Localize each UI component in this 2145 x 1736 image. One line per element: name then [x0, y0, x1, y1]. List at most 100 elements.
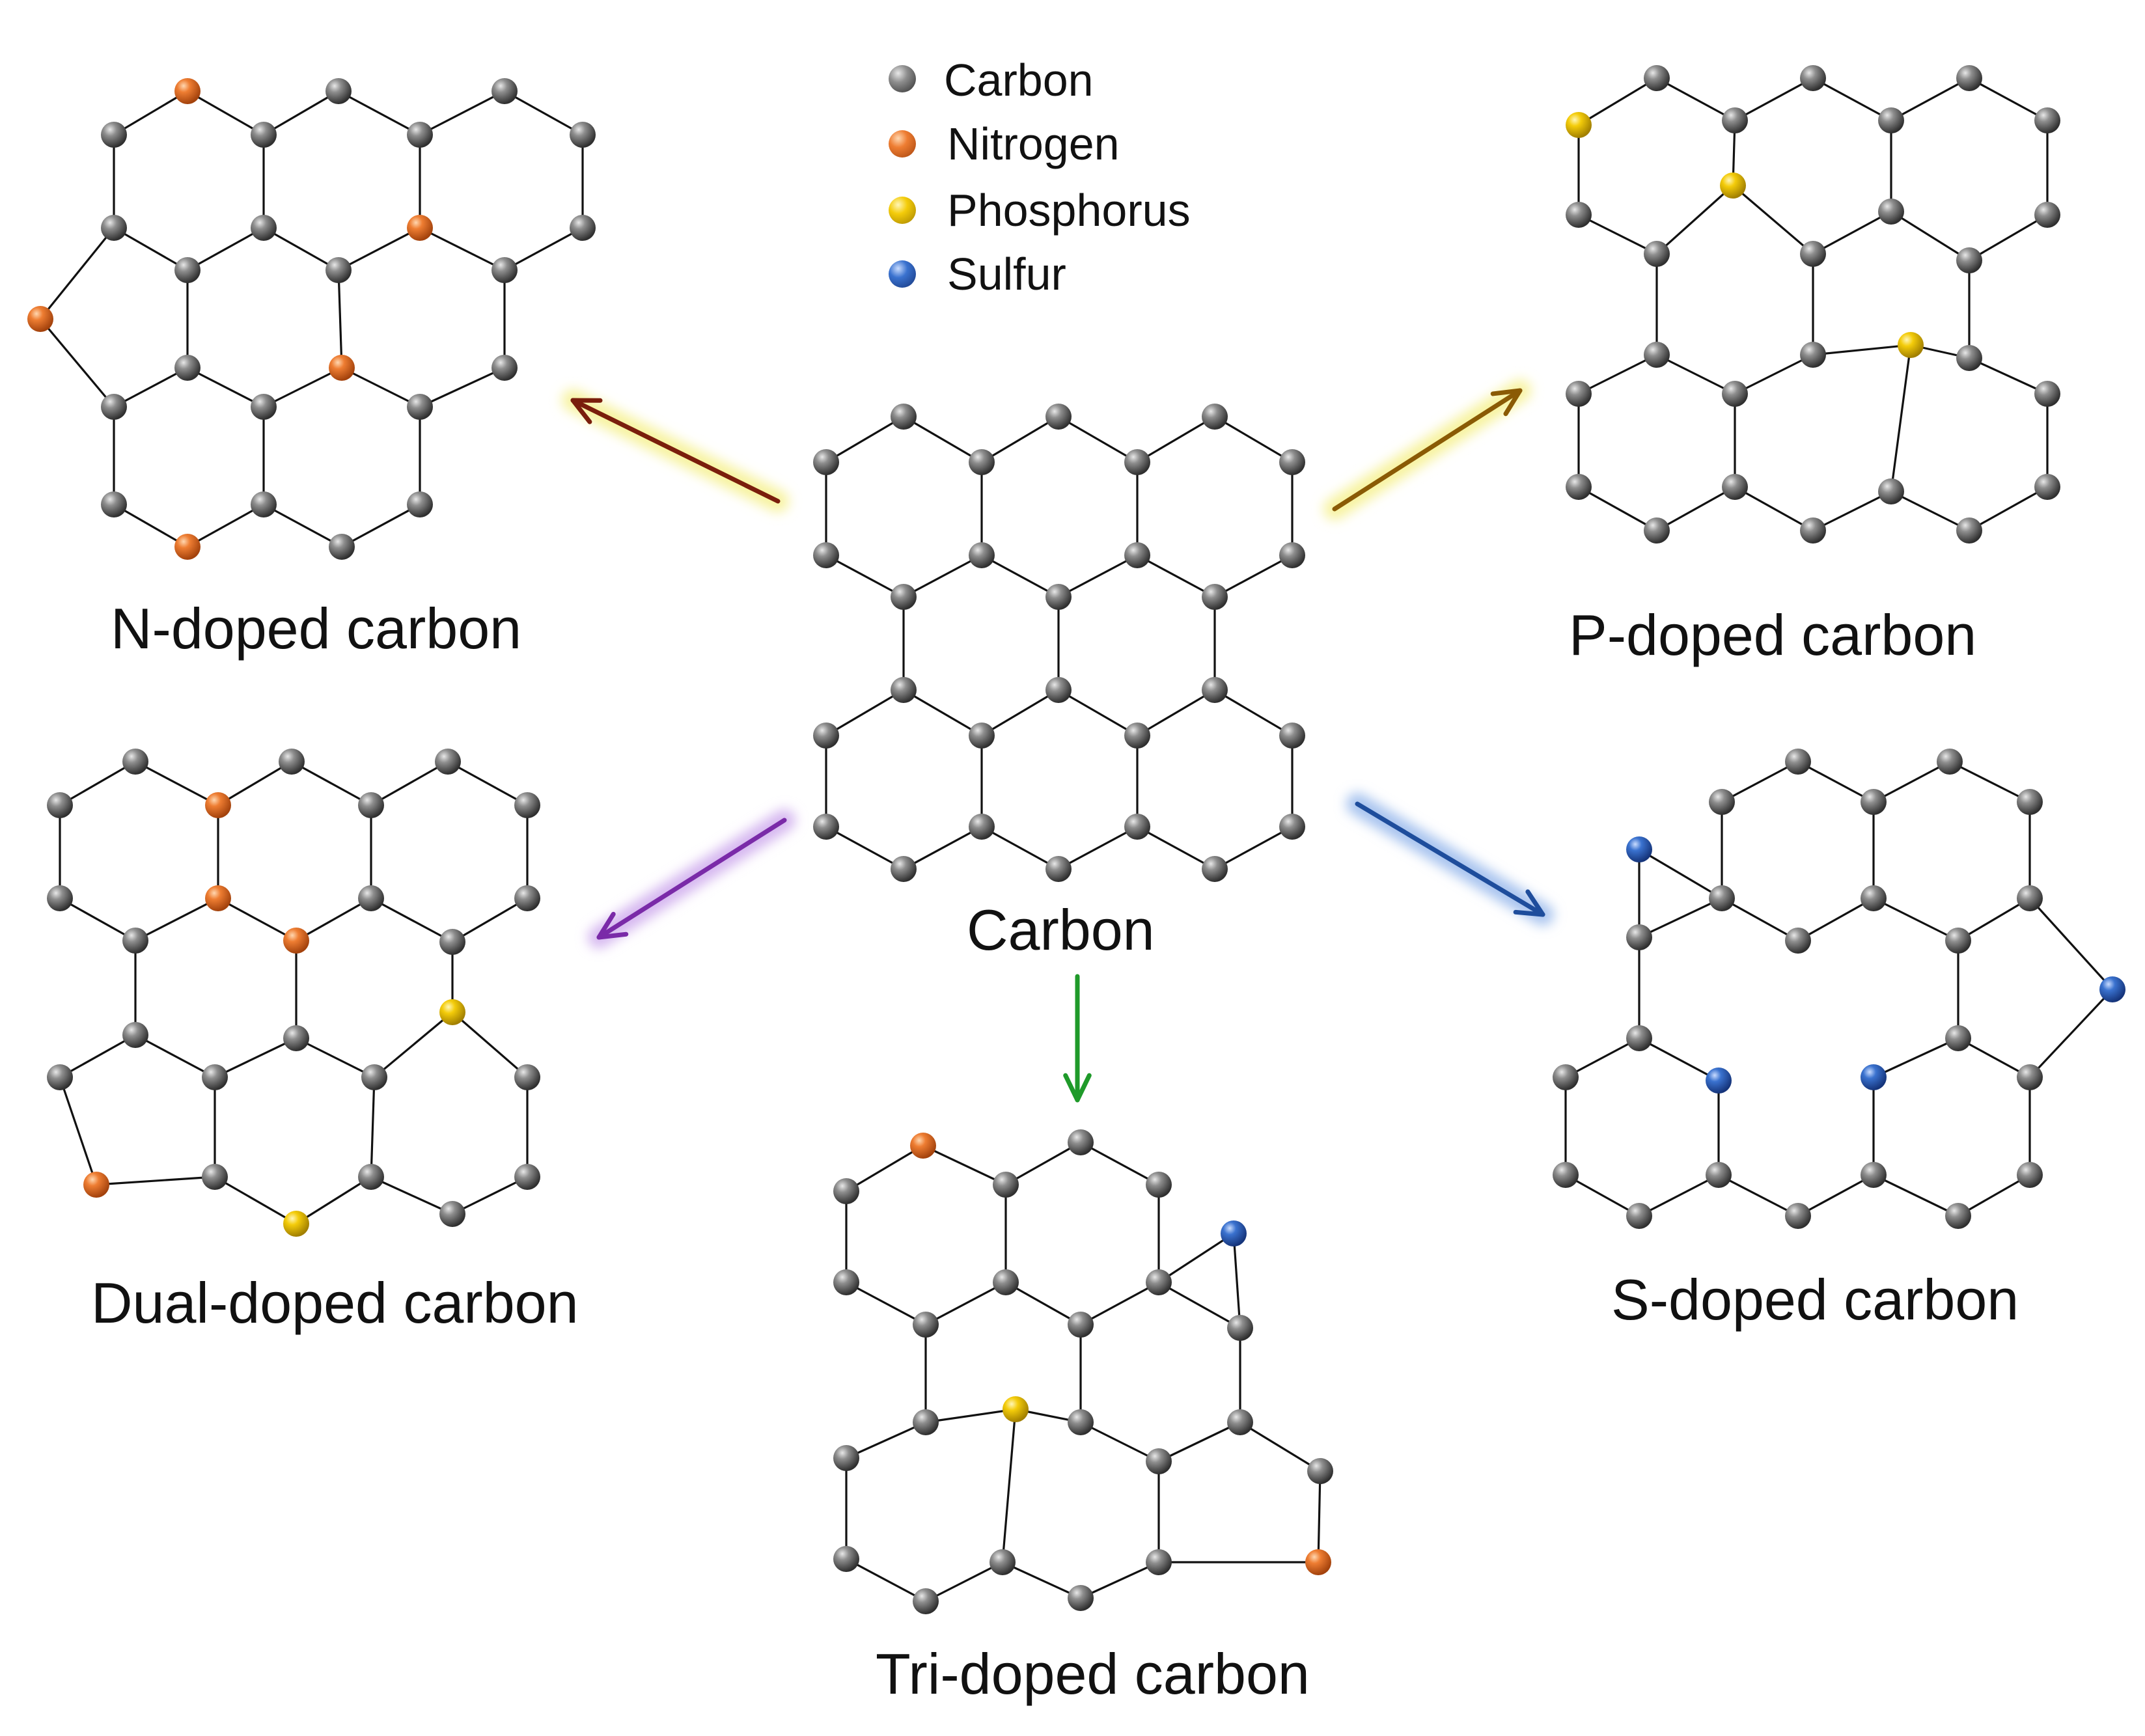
phosphorus-atom — [1898, 332, 1924, 358]
bond — [1812, 490, 1892, 532]
carbon-atom — [514, 792, 540, 818]
carbon-atom — [1626, 1025, 1652, 1051]
carbon-atom — [491, 355, 518, 381]
bonds — [39, 77, 2114, 1603]
bond — [1656, 486, 1736, 532]
arrow-to-s-doped-shaft — [1355, 801, 1545, 917]
carbon-atom — [1800, 342, 1826, 368]
arrow-to-n-doped-head — [570, 398, 603, 424]
carbon-atom — [1553, 1064, 1579, 1090]
carbon-atom — [1956, 65, 1982, 91]
bond — [263, 503, 342, 548]
arrow-to-p-doped-head — [1490, 388, 1523, 417]
sulfur-atom — [1221, 1220, 1247, 1247]
carbon-atom — [969, 449, 995, 475]
p-doped-atoms — [1566, 65, 2060, 544]
bond — [373, 1011, 454, 1079]
arrow-to-tri-doped-head — [1063, 1073, 1092, 1103]
carbon-atom — [491, 78, 518, 104]
bond — [1797, 897, 1874, 942]
nitrogen-atom — [910, 1133, 936, 1159]
bond — [1734, 77, 1814, 122]
carbon-atom — [439, 929, 465, 955]
carbon-atom — [202, 1064, 228, 1090]
carbon-atom — [325, 257, 352, 283]
bond — [1565, 1174, 1640, 1217]
bond — [1578, 486, 1657, 532]
bond — [217, 897, 297, 942]
carbon-atom — [891, 856, 917, 882]
atoms — [27, 65, 2125, 1614]
bond — [135, 760, 219, 806]
legend-carbon-label: Carbon — [944, 55, 1094, 105]
dual-doped-bonds — [59, 760, 529, 1225]
carbon-atom — [251, 215, 277, 241]
carbon-atom — [283, 1025, 309, 1051]
carbon-atom — [1956, 247, 1982, 273]
carbon-atom — [407, 394, 433, 420]
bond — [447, 760, 528, 806]
bond — [1058, 689, 1138, 737]
nitrogen-atom — [205, 885, 231, 911]
bond — [903, 689, 982, 737]
bond — [1214, 689, 1293, 737]
carbon-atom — [1800, 65, 1826, 91]
carbon-atom — [1956, 517, 1982, 544]
carbon-atom — [101, 491, 127, 517]
bond — [39, 318, 115, 408]
carbon-atom — [1553, 1162, 1579, 1188]
bond — [1797, 760, 1874, 803]
bond — [846, 1281, 926, 1326]
legend-phosphorus-swatch — [889, 197, 916, 224]
arrow-to-tri-doped — [1063, 965, 1092, 1111]
bond — [504, 227, 583, 271]
bond — [1969, 214, 2048, 262]
legend-carbon-swatch — [889, 65, 916, 92]
bond — [452, 897, 528, 943]
bond — [925, 1408, 1016, 1424]
carbon-atom — [1626, 1203, 1652, 1229]
carbon-atom — [570, 215, 596, 241]
carbon-atom — [2034, 381, 2060, 407]
bond — [1732, 184, 1814, 255]
bond — [1890, 77, 1970, 122]
dual-doped-atoms — [47, 749, 540, 1237]
bond — [370, 1176, 453, 1215]
n-doped-bonds — [39, 90, 584, 548]
bond — [419, 90, 505, 136]
bond — [1317, 1470, 1322, 1563]
carbon-atom — [439, 1201, 465, 1227]
bond — [1969, 357, 2048, 395]
bond — [59, 760, 136, 806]
bond — [1721, 897, 1799, 942]
carbon-atom — [1878, 107, 1904, 133]
carbon-atom — [174, 355, 201, 381]
bond — [1058, 554, 1138, 598]
bond — [1718, 1174, 1799, 1217]
bond — [1949, 760, 2030, 803]
bond — [1873, 760, 1950, 803]
carbon-atom — [1124, 542, 1150, 568]
bond — [263, 227, 339, 271]
carbon-title: Carbon — [967, 898, 1155, 962]
carbon-atom — [1722, 474, 1748, 500]
bond — [1656, 77, 1736, 122]
carbon-atom — [358, 792, 384, 818]
bond — [341, 503, 421, 548]
carbon-atom — [325, 78, 352, 104]
carbon-atom — [813, 814, 839, 840]
carbon-atom — [1644, 65, 1670, 91]
nitrogen-atom — [83, 1172, 109, 1198]
bond — [96, 1176, 215, 1186]
nitrogen-atom — [27, 306, 53, 332]
bond — [296, 1176, 372, 1225]
carbon-atom — [1068, 1585, 1094, 1611]
bond — [370, 1077, 376, 1178]
carbon-atom — [891, 584, 917, 610]
carbon-atom — [1861, 1162, 1887, 1188]
carbon-atom — [1227, 1315, 1253, 1341]
bond — [1058, 415, 1138, 463]
bond — [451, 1011, 529, 1079]
bond — [1958, 1037, 2030, 1079]
carbon-atom — [1566, 474, 1592, 500]
